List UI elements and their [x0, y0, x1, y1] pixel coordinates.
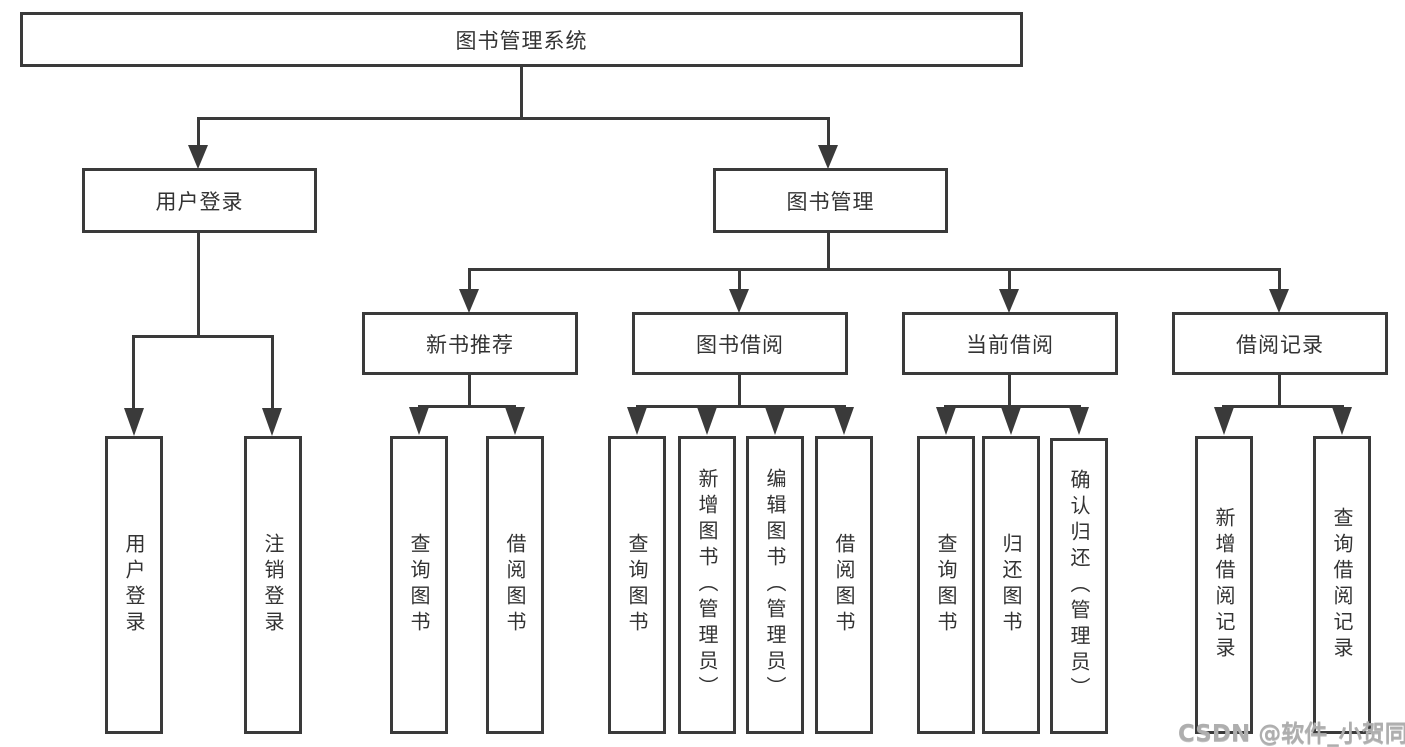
arrow-down [459, 289, 479, 313]
node-label: 查询图书 [934, 533, 958, 637]
node-label: 当前借阅 [966, 332, 1054, 357]
connector-line [738, 268, 741, 292]
connector-line [827, 117, 830, 149]
connector-line [468, 268, 1281, 271]
node-label: 新增借阅记录 [1212, 507, 1236, 663]
connector-line [418, 405, 516, 408]
csdn-watermark: CSDN @软件_小贺同学 [1178, 721, 1405, 747]
connector-line [197, 233, 200, 338]
node-bb-add-books-admin: 新增图书（管理员） [678, 436, 736, 734]
connector-line [1008, 375, 1011, 408]
connector-line [1278, 375, 1281, 408]
arrow-down [1269, 289, 1289, 313]
node-book-borrowing: 图书借阅 [632, 312, 848, 375]
node-book-management: 图书管理 [713, 168, 948, 233]
arrow-down [999, 289, 1019, 313]
node-label: 新书推荐 [426, 332, 514, 357]
connector-line [468, 375, 471, 408]
arrow-down [834, 407, 854, 435]
connector-line [132, 335, 135, 410]
arrow-down [818, 145, 838, 169]
node-label: 借阅记录 [1236, 332, 1324, 357]
node-library-system: 图书管理系统 [20, 12, 1023, 67]
node-user-login-group: 用户登录 [82, 168, 317, 233]
node-label: 查询图书 [625, 533, 649, 637]
arrow-down [697, 407, 717, 435]
node-current-borrowing: 当前借阅 [902, 312, 1118, 375]
node-new-book-recommend: 新书推荐 [362, 312, 578, 375]
node-user-login: 用户登录 [105, 436, 163, 734]
node-label: 查询借阅记录 [1330, 507, 1354, 663]
connector-line [197, 117, 830, 120]
node-label: 用户登录 [155, 189, 244, 214]
node-label: 确认归还（管理员） [1067, 469, 1091, 703]
connector-line [1222, 405, 1344, 408]
node-bb-query-books: 查询图书 [608, 436, 666, 734]
arrow-down [409, 407, 429, 435]
node-br-query-record: 查询借阅记录 [1313, 436, 1371, 734]
arrow-down [936, 407, 956, 435]
connector-line [1278, 268, 1281, 292]
connector-line [944, 405, 1081, 408]
arrow-down [1069, 407, 1089, 435]
node-cb-return-books: 归还图书 [982, 436, 1040, 734]
arrow-down [729, 289, 749, 313]
node-bb-borrow-books: 借阅图书 [815, 436, 873, 734]
connector-line [271, 335, 274, 410]
arrow-down [1001, 407, 1021, 435]
connector-line [636, 405, 846, 408]
arrow-down [627, 407, 647, 435]
node-label: 图书管理 [786, 189, 875, 214]
connector-line [197, 117, 200, 149]
node-nb-query-books: 查询图书 [390, 436, 448, 734]
node-logout: 注销登录 [244, 436, 302, 734]
arrow-down [1332, 407, 1352, 435]
node-label: 用户登录 [122, 533, 146, 637]
connector-line [132, 335, 274, 338]
node-label: 查询图书 [407, 533, 431, 637]
node-label: 借阅图书 [503, 533, 527, 637]
connector-line [1008, 268, 1011, 292]
node-label: 注销登录 [261, 533, 285, 637]
node-br-add-record: 新增借阅记录 [1195, 436, 1253, 734]
connector-line [468, 268, 471, 292]
connector-line [827, 233, 830, 270]
node-label: 归还图书 [999, 533, 1023, 637]
arrow-down [188, 145, 208, 169]
arrow-down [262, 408, 282, 436]
arrow-down [765, 407, 785, 435]
node-label: 借阅图书 [832, 533, 856, 637]
connector-line [738, 375, 741, 408]
node-label: 图书管理系统 [455, 28, 588, 53]
node-label: 图书借阅 [696, 332, 784, 357]
arrow-down [505, 407, 525, 435]
node-nb-borrow-books: 借阅图书 [486, 436, 544, 734]
node-label: 编辑图书（管理员） [763, 468, 787, 702]
node-cb-query-books: 查询图书 [917, 436, 975, 734]
node-borrowing-records: 借阅记录 [1172, 312, 1388, 375]
arrow-down [1214, 407, 1234, 435]
node-label: 新增图书（管理员） [695, 468, 719, 702]
node-cb-confirm-return-admin: 确认归还（管理员） [1050, 438, 1108, 734]
arrow-down [124, 408, 144, 436]
connector-line [520, 67, 523, 120]
node-bb-edit-books-admin: 编辑图书（管理员） [746, 436, 804, 734]
